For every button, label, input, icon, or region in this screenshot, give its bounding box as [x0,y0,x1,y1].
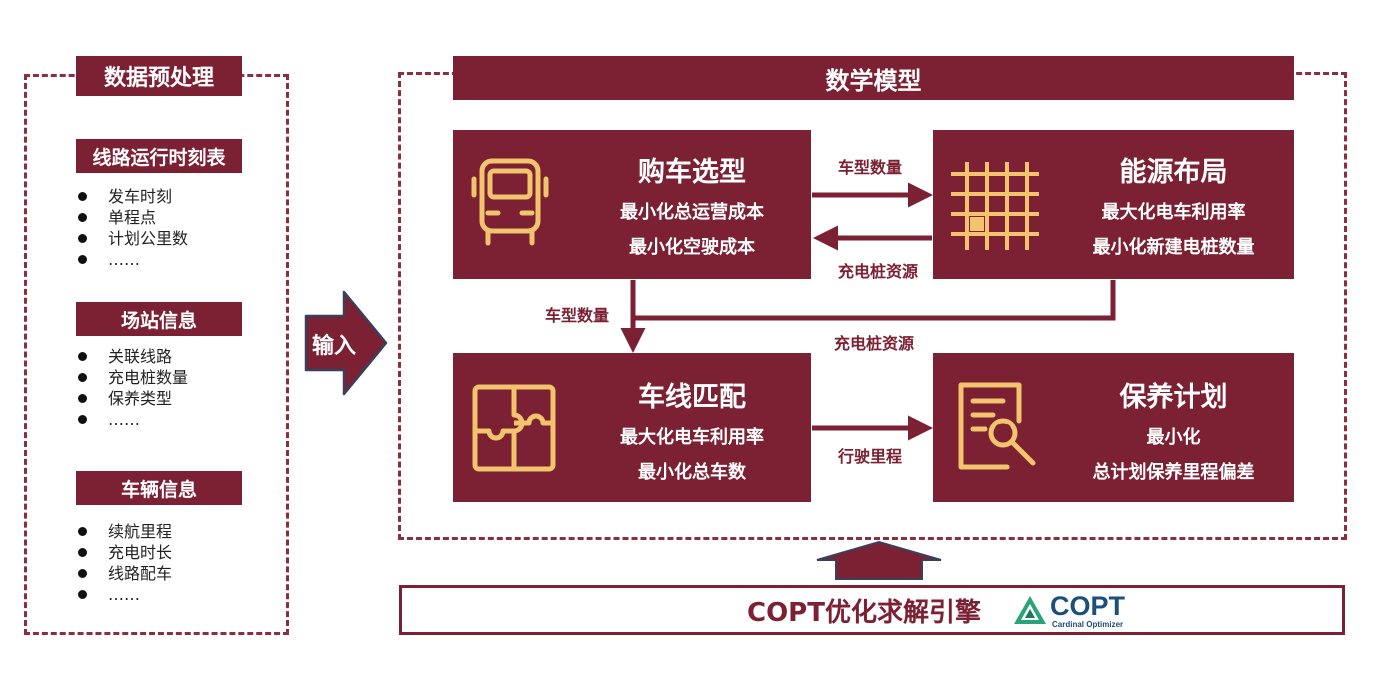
list-item: …… [78,249,188,270]
list-item: 充电时长 [78,542,172,563]
arrow-energy-to-match [633,280,1116,321]
box-line: 最大化电车利用率 [1101,202,1246,223]
box-line: 最小化 [1146,427,1201,448]
bus-icon [471,158,549,246]
flow-label-mileage: 行驶里程 [838,447,903,466]
engine-label: COPT优化求解引擎 [747,598,981,628]
copt-engine-bar: COPT优化求解引擎 COPT Cardinal Optimizer [399,585,1345,635]
box-title: 能源布局 [1119,157,1228,188]
list-item: 保养类型 [78,388,188,409]
timetable-list: 发车时刻 单程点 计划公里数 …… [78,186,188,270]
copt-logo-subtitle: Cardinal Optimizer [1052,620,1124,629]
section-title-vehicle: 车辆信息 [76,471,242,505]
list-item: …… [78,584,172,605]
box-line: 总计划保养里程偏差 [1092,462,1255,483]
model-title: 数学模型 [453,56,1294,100]
input-arrow-icon [304,290,388,396]
list-item: 单程点 [78,207,188,228]
copt-logo-icon [1014,596,1046,624]
flow-label-charging-resource: 充电桩资源 [838,262,919,281]
box-vehicle-purchase: 购车选型 最小化总运营成本 最小化空驶成本 [453,130,811,279]
list-item: 关联线路 [78,346,188,367]
list-item: 计划公里数 [78,228,188,249]
copt-logo-text: COPT [1050,591,1126,621]
puzzle-icon [472,384,556,472]
list-item: 充电桩数量 [78,367,188,388]
box-route-matching: 车线匹配 最大化电车利用率 最小化总车数 [453,353,811,502]
box-line: 最小化新建电桩数量 [1092,237,1255,258]
box-line: 最小化总车数 [638,462,746,483]
maintenance-icon [958,382,1036,470]
box-title: 购车选型 [638,157,746,188]
section-title-timetable: 线路运行时刻表 [76,139,242,173]
box-line: 最小化总运营成本 [620,202,764,223]
flow-label-vehicle-count-down: 车型数量 [545,306,610,325]
input-label: 输入 [312,334,357,359]
station-list: 关联线路 充电桩数量 保养类型 …… [78,346,188,430]
grid-icon [951,162,1039,250]
list-item: 发车时刻 [78,186,188,207]
box-energy-layout: 能源布局 最大化电车利用率 最小化新建电桩数量 [933,130,1294,279]
box-maintenance-plan: 保养计划 最小化 总计划保养里程偏差 [933,353,1294,502]
list-item: 线路配车 [78,563,172,584]
flow-label-charging-resource-down: 充电桩资源 [834,334,915,353]
preprocess-title: 数据预处理 [76,56,242,96]
list-item: …… [78,409,188,430]
flow-label-vehicle-count: 车型数量 [838,158,903,177]
section-title-station: 场站信息 [76,302,242,336]
box-title: 车线匹配 [638,382,746,413]
vehicle-list: 续航里程 充电时长 线路配车 …… [78,521,172,605]
box-title: 保养计划 [1119,382,1228,413]
box-line: 最大化电车利用率 [620,427,764,448]
box-line: 最小化空驶成本 [629,237,755,258]
list-item: 续航里程 [78,521,172,542]
